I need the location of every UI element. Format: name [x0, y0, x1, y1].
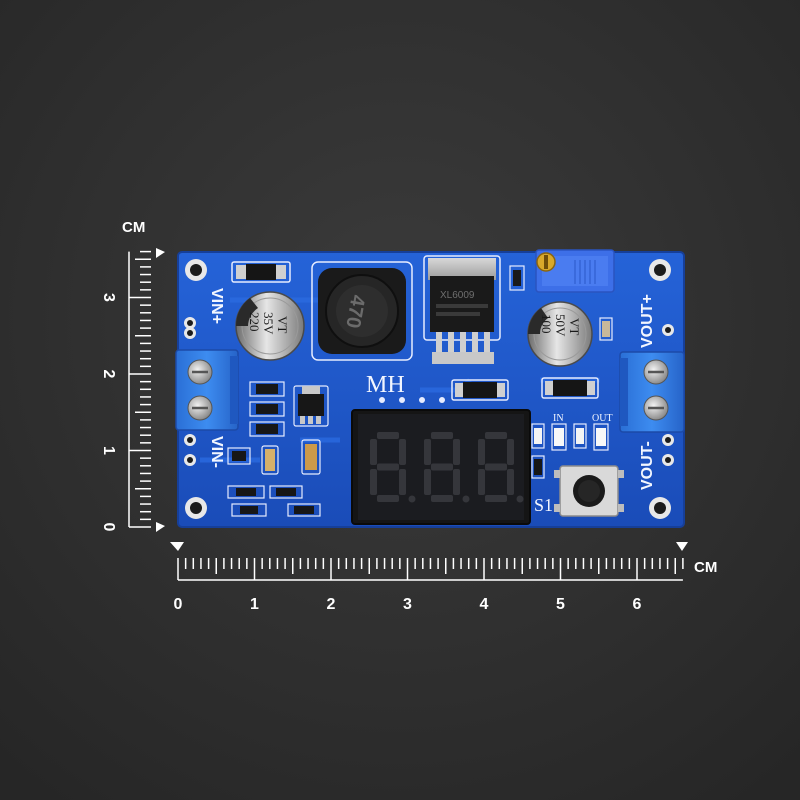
display-segment [453, 439, 460, 465]
smd-bottom-row [227, 485, 321, 517]
vin-minus-label: VIN- [208, 436, 225, 468]
output-capacitor-value: 100 [539, 314, 554, 334]
display-segment [485, 495, 507, 502]
in-led-label: IN [553, 413, 564, 424]
display-digit [424, 432, 470, 503]
ruler-label: 0 [100, 523, 117, 532]
ruler-label: 0 [174, 596, 183, 613]
regulator-ic: XL6009 [423, 255, 501, 364]
display-segment [478, 469, 485, 495]
smd-diode-middle [451, 379, 509, 401]
display-segment [399, 439, 406, 465]
horizontal-ruler-unit: CM [694, 559, 717, 576]
input-terminal-block [175, 349, 239, 431]
vertical-ruler-bottom-marker [156, 522, 165, 532]
output-terminal-block [619, 351, 685, 433]
ruler-label: 4 [480, 596, 489, 613]
silk-dots [379, 397, 445, 403]
tantalum-capacitors [261, 439, 321, 475]
vertical-ruler: 0 1 2 3 CM [100, 219, 165, 532]
ruler-label: 6 [633, 596, 642, 613]
display-segment [377, 495, 399, 502]
horizontal-ruler-ticks [177, 558, 684, 581]
power-inductor: 470 [311, 261, 413, 361]
indicator-leds [531, 423, 609, 479]
smd-capacitor-output [599, 317, 613, 341]
out-led-label: OUT [592, 413, 613, 424]
display-segment [485, 463, 507, 471]
ruler-label: 5 [556, 596, 565, 613]
seven-segment-display [351, 409, 531, 525]
horizontal-ruler: 0 1 2 3 4 5 6 CM [170, 542, 717, 613]
regulator-marking: XL6009 [440, 290, 475, 301]
vertical-ruler-unit: CM [122, 219, 145, 236]
display-decimal-point [462, 495, 470, 503]
output-capacitor: 100 50V VT [527, 301, 593, 367]
vout-minus-label: VOUT- [639, 441, 656, 490]
pcb-board: VIN+ VIN- VOUT+ VOUT- 220 35V VT 470 [175, 249, 685, 528]
horizontal-ruler-numbers: 0 1 2 3 4 5 6 [174, 596, 642, 613]
display-digits [370, 432, 524, 503]
display-segment [424, 439, 431, 465]
vout-plus-label: VOUT+ [639, 294, 656, 348]
vertical-ruler-top-marker [156, 248, 165, 258]
output-capacitor-voltage: 50V [553, 314, 568, 337]
smd-diode-right [541, 377, 599, 399]
ruler-label: 2 [327, 596, 336, 613]
input-capacitor-voltage: 35V [261, 312, 276, 335]
vertical-ruler-numbers: 0 1 2 3 [100, 293, 117, 532]
push-button-s1 [554, 465, 624, 517]
display-segment [431, 463, 453, 471]
small-regulator [293, 385, 329, 427]
horizontal-ruler-left-marker [170, 542, 184, 551]
display-decimal-point [516, 495, 524, 503]
display-segment [507, 439, 514, 465]
ruler-label: 1 [100, 446, 117, 455]
input-capacitor-value: 220 [247, 312, 262, 332]
mounting-holes [184, 259, 674, 519]
smd-diode-top [231, 261, 291, 283]
display-decimal-point [408, 495, 416, 503]
small-transistor [227, 447, 251, 465]
display-segment [478, 439, 485, 465]
ruler-label: 3 [403, 596, 412, 613]
display-segment [431, 495, 453, 502]
ruler-label: 2 [100, 370, 117, 379]
maker-mark: MH [366, 372, 405, 398]
input-capacitor: 220 35V VT [235, 291, 305, 361]
smd-resistor-regulator [509, 265, 525, 291]
display-segment [485, 432, 507, 439]
ruler-label: 1 [250, 596, 259, 613]
input-capacitor-series: VT [275, 316, 290, 333]
display-digit [478, 432, 524, 503]
display-segment [377, 432, 399, 439]
display-segment [399, 469, 406, 495]
ruler-label: 3 [100, 293, 117, 302]
display-segment [431, 432, 453, 439]
display-digit [370, 432, 416, 503]
switch-label: S1 [534, 495, 553, 515]
display-segment [370, 439, 377, 465]
output-capacitor-series: VT [567, 318, 582, 335]
display-segment [453, 469, 460, 495]
display-segment [424, 469, 431, 495]
vertical-ruler-ticks [128, 250, 151, 528]
smd-resistors-left [249, 381, 285, 437]
display-segment [377, 463, 399, 471]
vin-plus-label: VIN+ [208, 288, 225, 324]
trimmer-potentiometer [535, 249, 615, 293]
horizontal-ruler-right-marker [676, 542, 688, 551]
display-segment [507, 469, 514, 495]
display-segment [370, 469, 377, 495]
